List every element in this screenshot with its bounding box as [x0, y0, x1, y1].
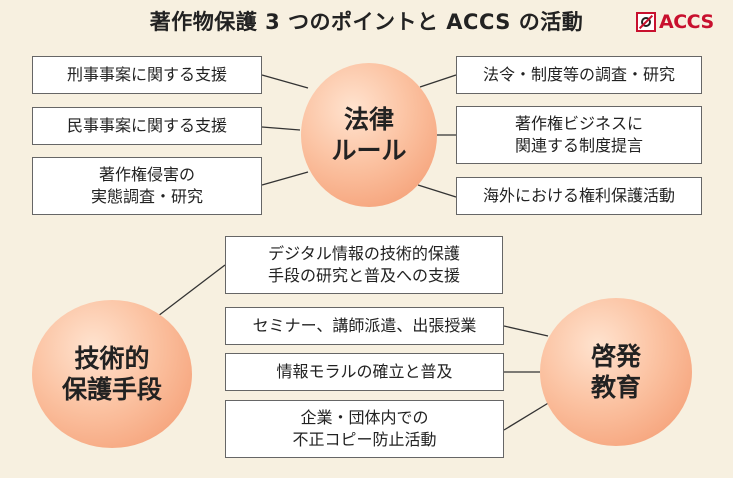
- diagram-title: 著作物保護 3 つのポイントと ACCS の活動: [149, 10, 584, 34]
- connector-law-left-3: [261, 171, 309, 186]
- tech-box-1: デジタル情報の技術的保護 手段の研究と普及への支援: [225, 236, 503, 294]
- connector-tech-1: [157, 264, 226, 317]
- accs-logo-icon: [636, 12, 656, 32]
- circle-tech: 技術的 保護手段: [32, 300, 192, 448]
- connector-law-right-1: [419, 74, 457, 88]
- edu-box-1: セミナー、講師派遣、出張授業: [225, 307, 504, 345]
- edu-box-2: 情報モラルの確立と普及: [225, 353, 504, 391]
- law-right-box-2: 著作権ビジネスに 関連する制度提言: [456, 106, 702, 164]
- circle-edu: 啓発 教育: [540, 298, 692, 446]
- law-left-box-1: 刑事事案に関する支援: [32, 56, 262, 94]
- law-right-box-1: 法令・制度等の調査・研究: [456, 56, 702, 94]
- connector-law-left-2: [261, 126, 301, 131]
- connector-edu-3: [503, 401, 551, 431]
- edu-box-3: 企業・団体内での 不正コピー防止活動: [225, 400, 504, 458]
- logo-text: ACCS: [659, 11, 714, 33]
- connector-law-right-3: [417, 184, 457, 198]
- law-left-box-2: 民事事案に関する支援: [32, 107, 262, 145]
- accs-logo: ACCS: [636, 10, 714, 34]
- law-right-box-3: 海外における権利保護活動: [456, 177, 702, 215]
- connector-law-left-1: [261, 74, 309, 89]
- connector-edu-1: [503, 325, 549, 337]
- law-left-box-3: 著作権侵害の 実態調査・研究: [32, 157, 262, 215]
- circle-law: 法律 ルール: [301, 63, 437, 207]
